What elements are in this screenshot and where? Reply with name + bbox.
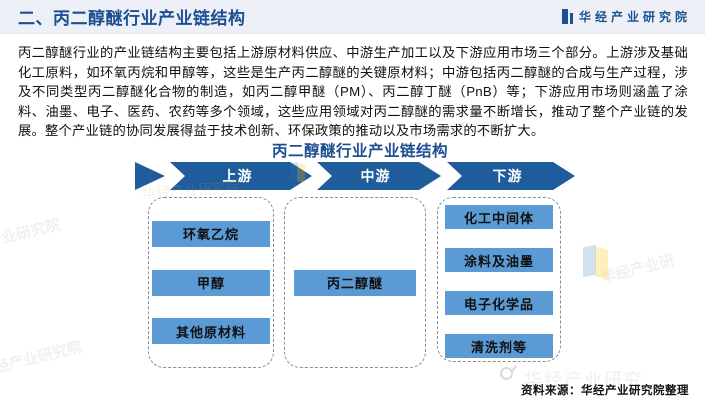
header-band: 二、丙二醇醚行业产业链结构 华经产业研究院	[0, 0, 705, 34]
intro-paragraph: 丙二醇醚行业的产业链结构主要包括上游原材料供应、中游生产加工以及下游应用市场三个…	[18, 45, 688, 139]
upstream-node: 甲醇	[152, 269, 270, 296]
diagram-title: 丙二醇醚行业产业链结构	[271, 143, 448, 160]
midstream-node: 丙二醇醚	[294, 269, 416, 296]
downstream-node: 电子化学品	[445, 291, 553, 315]
flow-start-arrow-icon	[135, 162, 165, 190]
downstream-node: 清洗剂等	[445, 334, 553, 358]
page-title: 二、丙二醇醚行业产业链结构	[18, 9, 246, 28]
brand-bars-icon	[561, 9, 573, 24]
downstream-column: 化工中间体 涂料及油墨 电子化学品 清洗剂等	[437, 197, 561, 362]
watermark-text: 华经产业研究院	[0, 338, 84, 381]
brand-logo: 华经产业研究院	[561, 8, 691, 25]
upstream-node: 其他原材料	[152, 318, 270, 345]
downstream-node: 涂料及油墨	[445, 248, 553, 272]
downstream-node: 化工中间体	[445, 205, 553, 229]
upstream-node: 环氧乙烷	[152, 220, 270, 247]
stage-banner-downstream: 下游	[447, 162, 575, 190]
source-note: 资料来源：华经产业研究院整理	[521, 385, 689, 397]
magnifier-watermark-icon	[500, 367, 513, 380]
watermark-text: 产业研究院	[0, 216, 63, 251]
midstream-column: 丙二醇醚	[284, 197, 426, 368]
watermark-text: 华经产业研	[599, 252, 677, 287]
stage-banner-upstream: 上游	[170, 162, 312, 190]
brand-name: 华经产业研究院	[578, 10, 691, 24]
stage-banner-midstream: 中游	[317, 162, 441, 190]
upstream-column: 环氧乙烷 甲醇 其他原材料	[148, 197, 274, 368]
